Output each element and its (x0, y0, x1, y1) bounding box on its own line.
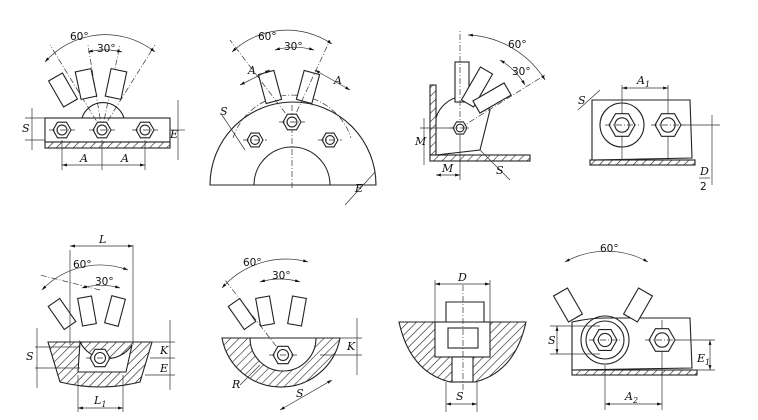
dim-a-left-label: A (247, 64, 256, 77)
hex-nut-icon (605, 113, 639, 137)
panel-4-adjacent-nuts: A1 S D 2 (577, 74, 720, 193)
dim-l1-label: L1 (93, 394, 106, 409)
dim-d-label: D (457, 271, 467, 284)
dim-s-label: S (296, 387, 304, 400)
panel-1-row-of-nuts: 60° 30° S E A A (22, 31, 185, 170)
panel-2-flange-circle: 60° 30° A A S E (209, 29, 377, 206)
dim-m-horizontal-label: M (441, 162, 454, 175)
counterbore (434, 321, 491, 358)
angle-30-label: 30° (95, 276, 114, 288)
angle-60-label: 60° (600, 243, 619, 255)
ground-hatch (44, 141, 171, 149)
panel-8-side-by-side: 60° S E1 A2 (548, 243, 715, 410)
dim-s-label: S (548, 334, 556, 347)
hex-nut-icon (132, 121, 158, 139)
angle-30-label: 30° (97, 43, 116, 55)
angle-30-label: 30° (272, 270, 291, 282)
dim-a-right-label: A (333, 74, 342, 87)
hex-nut-icon (269, 345, 297, 365)
ground (429, 154, 531, 162)
hex-nut-icon (318, 132, 342, 148)
dim-e1-label: E1 (696, 352, 710, 367)
dim-r-label: R (231, 378, 240, 391)
dim-s-label: S (578, 94, 586, 107)
wrench-positions (47, 44, 156, 131)
panel-5-recessed-pocket: L 60° 30° S K E L1 (26, 233, 175, 412)
dim-m-vertical-label: M (414, 135, 427, 148)
hex-nut-icon (49, 121, 75, 139)
angle-60-label: 60° (243, 257, 262, 269)
dim-l-label: L (98, 233, 106, 246)
bolt-hole (451, 356, 474, 383)
dim-a2-label: A2 (624, 390, 638, 405)
ground (571, 369, 698, 376)
hex-nut-icon (89, 121, 115, 139)
hex-nut-icon (651, 113, 685, 137)
dim-e-label: E (169, 128, 178, 141)
angle-60-label: 60° (73, 259, 92, 271)
angle-30-label: 30° (284, 41, 303, 53)
dim-s-label: S (22, 122, 30, 135)
hex-nut-icon (86, 348, 114, 368)
dim-s-label: S (456, 390, 464, 403)
dim-d-half-denominator: 2 (700, 181, 707, 193)
panel-3-corner-wall: 60° 30° M M S (414, 30, 546, 181)
flange (209, 101, 377, 186)
angle-60-label: 60° (258, 31, 277, 43)
angle-30-label: 30° (512, 66, 531, 78)
dim-a-left-label: A (79, 152, 88, 165)
hex-nut-icon (589, 329, 621, 351)
wall (429, 84, 437, 156)
dim-k-label: K (159, 344, 169, 357)
ground (589, 159, 696, 166)
dim-s-label: S (496, 164, 504, 177)
panel-7-counterbore-section: D S (398, 271, 527, 412)
angle-60-label: 60° (508, 39, 527, 51)
dim-k-label: K (346, 340, 356, 353)
dim-a1-label: A1 (636, 74, 650, 89)
dim-e-label: E (159, 362, 168, 375)
dim-s-label: S (26, 350, 34, 363)
dim-a-right-label: A (120, 152, 129, 165)
hex-nut-icon (449, 121, 471, 135)
dim-s-label: S (220, 105, 228, 118)
hex-nut-icon (279, 113, 305, 131)
hex-nut-icon (243, 132, 267, 148)
hex-nut-icon (645, 328, 679, 352)
dim-e-label: E (354, 182, 363, 195)
dim-d-half-numerator: D (699, 165, 709, 178)
panel-6-round-pocket: 60° 30° K R S (221, 257, 362, 411)
angle-60-label: 60° (70, 31, 89, 43)
